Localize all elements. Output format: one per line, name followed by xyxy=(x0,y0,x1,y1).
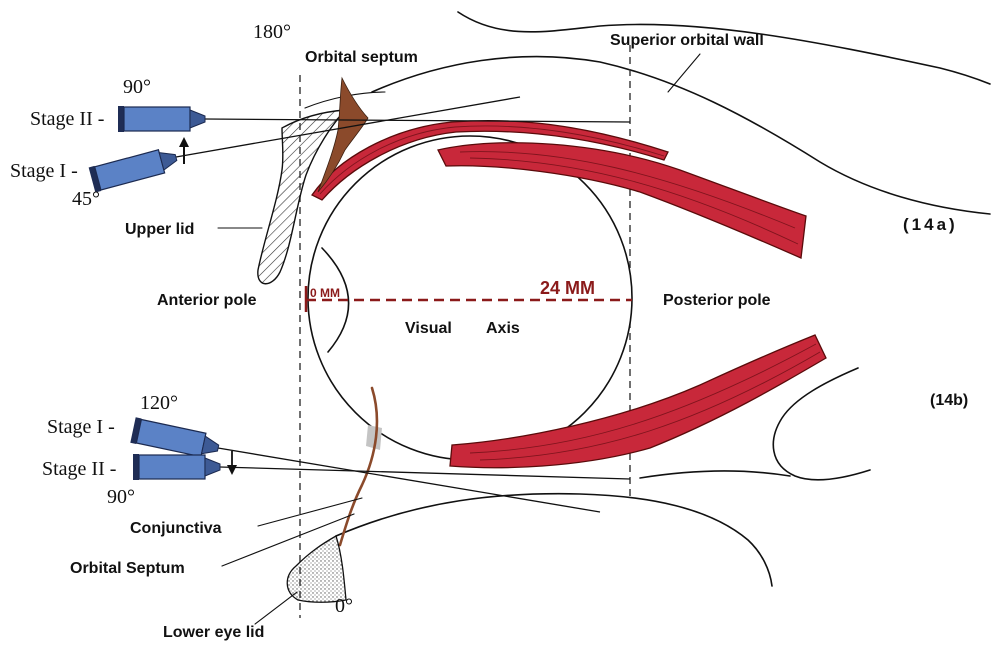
angle-120-label: 120° xyxy=(140,392,178,414)
needle-lower-stage-ii xyxy=(220,467,630,479)
stage-ii-upper-label: Stage II - xyxy=(30,108,104,130)
anterior-pole-label: Anterior pole xyxy=(157,292,257,309)
syringe-cap xyxy=(118,106,124,132)
orbital-septum-lower-label: Orbital Septum xyxy=(70,560,185,577)
lower-eye-lid-label: Lower eye lid xyxy=(163,624,264,641)
lower-eye-lid-leader xyxy=(255,592,297,624)
inferior-orbit-line xyxy=(640,471,790,478)
axial-length-label: 24 MM xyxy=(540,278,595,298)
figure-panel-b-label: (14b) xyxy=(930,392,968,409)
stage-i-lower-label: Stage I - xyxy=(47,416,115,438)
syringe-body xyxy=(124,107,190,131)
needle-upper-stage-ii xyxy=(205,119,630,122)
syringe-hub xyxy=(190,110,205,128)
syringe-lower-stage-ii xyxy=(133,454,220,480)
stage-i-upper-label: Stage I - xyxy=(10,160,78,182)
stage-ii-lower-label: Stage II - xyxy=(42,458,116,480)
angle-90-upper-label: 90° xyxy=(123,76,151,98)
syringe-body xyxy=(139,455,205,479)
syringe-hub xyxy=(205,458,220,476)
syringe-cap xyxy=(133,454,139,480)
syringe-hub xyxy=(202,436,220,457)
conjunctiva-label: Conjunctiva xyxy=(130,520,222,537)
syringe-lower-stage-i xyxy=(130,417,221,461)
orbital-floor-line xyxy=(336,494,772,586)
superior-orbital-wall-leader xyxy=(668,54,700,92)
angle-45-label: 45° xyxy=(72,188,100,210)
syringe-body xyxy=(136,420,206,457)
orbital-septum-upper-label: Orbital septum xyxy=(305,49,418,66)
syringe-upper-stage-ii xyxy=(118,106,205,132)
inferior-orbital-rim xyxy=(773,368,870,480)
posterior-pole-label: Posterior pole xyxy=(663,292,771,309)
eyeball-globe xyxy=(308,136,632,460)
visual-label: Visual xyxy=(405,320,452,337)
syringe-body xyxy=(95,150,165,190)
upper-lid-label: Upper lid xyxy=(125,221,194,238)
angle-90-lower-label: 90° xyxy=(107,486,135,508)
superior-orbital-wall-label: Superior orbital wall xyxy=(610,32,764,49)
zero-mm-label: 0 MM xyxy=(310,286,340,300)
syringe-upper-stage-i xyxy=(89,145,180,193)
angle-180-label: 180° xyxy=(253,21,291,43)
angle-0-label: 0° xyxy=(335,595,353,617)
figure-panel-a-label: (14a) xyxy=(903,215,958,234)
axis-label: Axis xyxy=(486,320,520,337)
